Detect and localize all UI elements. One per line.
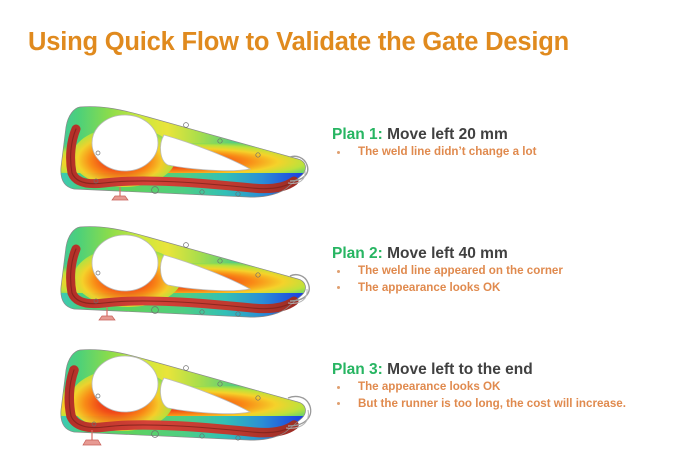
runner-loop-inner: [287, 288, 308, 304]
list-item: But the runner is too long, the cost wil…: [332, 396, 698, 413]
plan-3-title: Move left to the end: [387, 361, 533, 378]
part-center-hole: [91, 355, 159, 413]
quick-flow-result-plan-3: [52, 338, 314, 450]
bolt-holes: [93, 122, 261, 197]
runner-loop: [289, 274, 310, 302]
list-item: The appearance looks OK: [332, 280, 698, 297]
gate-marker-icon: [111, 187, 129, 201]
runner-loop-inner: [287, 170, 306, 184]
plan-2-bullets: The weld line appeared on the corner The…: [332, 263, 698, 296]
runner-loop: [287, 395, 312, 427]
weld-line-edge: [70, 248, 295, 310]
plan-2-title: Move left 40 mm: [387, 245, 508, 262]
bullet-text: The appearance looks OK: [358, 380, 501, 393]
list-item: The weld line appeared on the corner: [332, 263, 698, 280]
bolt-holes: [93, 242, 261, 317]
runner-loop-inner: [285, 409, 309, 429]
plan-2-text-block: Plan 2: Move left 40 mm The weld line ap…: [332, 244, 698, 296]
weld-line-edge: [68, 369, 295, 434]
list-item: The weld line didn’t change a lot: [332, 144, 698, 161]
bolt-holes: [91, 365, 261, 441]
bullet-text: The weld line didn’t change a lot: [358, 145, 537, 158]
runner-loop: [289, 155, 309, 182]
part-center-hole: [91, 234, 159, 292]
part-center-hole: [91, 114, 159, 172]
plan-1-label: Plan 1:: [332, 126, 383, 143]
quick-flow-result-plan-2: [52, 215, 314, 327]
plan-3-label: Plan 3:: [332, 361, 383, 378]
plan-1-title: Move left 20 mm: [387, 126, 508, 143]
gate-marker-icon: [98, 307, 116, 321]
bullet-dot-icon: [337, 385, 340, 389]
plan-3-bullets: The appearance looks OK But the runner i…: [332, 379, 698, 412]
plan-2-label: Plan 2:: [332, 245, 383, 262]
part-inner-window: [160, 377, 252, 415]
part-inner-window: [160, 254, 252, 292]
bullet-dot-icon: [337, 286, 340, 289]
bullet-dot-icon: [337, 150, 340, 154]
quick-flow-result-plan-1: [52, 95, 314, 207]
gate-marker-icon: [82, 430, 102, 446]
plan-3-text-block: Plan 3: Move left to the end The appeara…: [332, 360, 698, 412]
plan-row-3: Plan 3: Move left to the end The appeara…: [0, 338, 700, 458]
bullet-text: The appearance looks OK: [358, 280, 501, 294]
list-item: The appearance looks OK: [332, 379, 698, 396]
part-outline: [60, 226, 306, 318]
plan-row-1: Plan 1: Move left 20 mm The weld line di…: [0, 95, 700, 210]
mold-flow-diagram-icon: [60, 349, 312, 446]
mold-flow-diagram-icon: [60, 106, 309, 201]
part-outline: [60, 349, 306, 441]
plan-3-heading: Plan 3: Move left to the end: [332, 360, 698, 379]
bullet-dot-icon: [337, 402, 340, 405]
plan-2-heading: Plan 2: Move left 40 mm: [332, 244, 698, 263]
part-outline: [60, 106, 306, 198]
plan-row-2: Plan 2: Move left 40 mm The weld line ap…: [0, 215, 700, 333]
bullet-dot-icon: [337, 269, 340, 273]
mold-flow-diagram-icon: [60, 226, 310, 321]
plan-1-bullets: The weld line didn’t change a lot: [332, 144, 698, 161]
page-title: Using Quick Flow to Validate the Gate De…: [28, 28, 569, 56]
part-inner-window: [160, 134, 252, 172]
bullet-text: The weld line appeared on the corner: [358, 264, 563, 277]
bullet-text: But the runner is too long, the cost wil…: [358, 396, 626, 410]
plan-1-text-block: Plan 1: Move left 20 mm The weld line di…: [332, 125, 698, 161]
weld-line-edge: [70, 128, 295, 190]
plan-1-heading: Plan 1: Move left 20 mm: [332, 125, 698, 144]
